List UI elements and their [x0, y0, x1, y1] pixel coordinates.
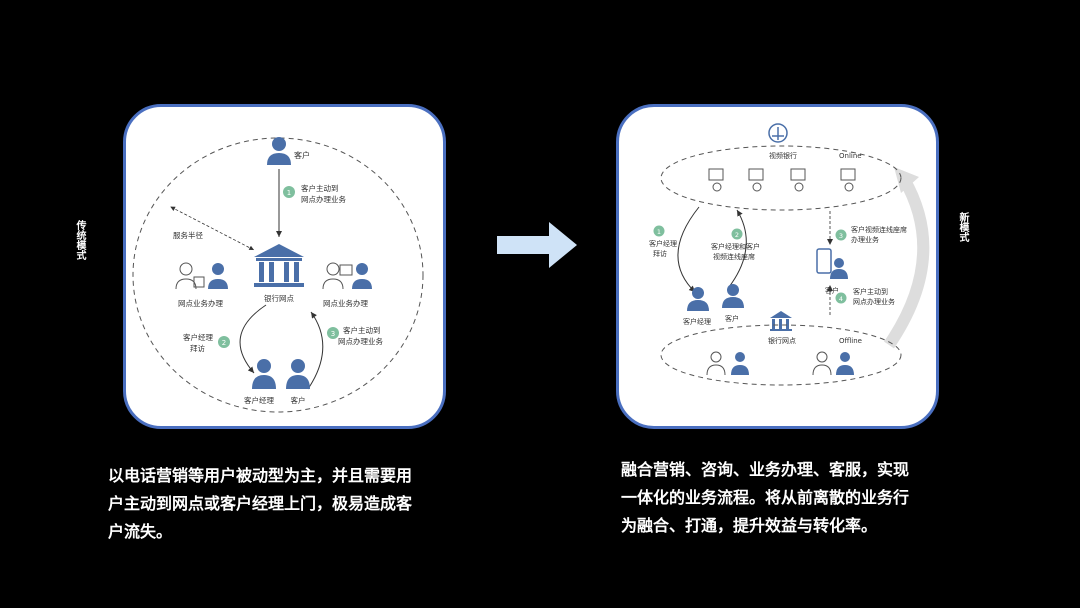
arrow-step-1 — [677, 206, 700, 293]
arrow-step-2 — [728, 209, 747, 288]
online-zone — [660, 145, 902, 211]
step-3-badge: 3 — [327, 327, 339, 339]
svg-text:4: 4 — [839, 295, 843, 303]
traditional-mode-label: 传统模式 — [74, 220, 85, 260]
left-caption-line-2: 户主动到网点或客户经理上门，极易造成客 — [108, 494, 413, 513]
new-mode-diagram: 视频银行 Online 1 客户经理 拜访 2 客户经理和客户 视频连线座席 3 — [649, 123, 930, 386]
video-bank-label: 视频银行 — [769, 151, 797, 160]
step-3-line2: 网点办理业务 — [338, 336, 383, 346]
customer-person-icon — [722, 284, 744, 308]
branch-label: 银行网点 — [768, 336, 796, 345]
branch-service-right-label: 网点业务办理 — [323, 298, 368, 308]
phone-icon — [816, 248, 832, 274]
new-mode-label: 新模式 — [957, 212, 968, 242]
step-2-line2: 视频连线座席 — [713, 252, 755, 261]
transition-arrow-icon — [497, 222, 577, 268]
customer-label: 客户 — [725, 314, 739, 323]
left-caption-line-3: 户流失。 — [108, 522, 173, 541]
branch-label: 银行网点 — [264, 293, 294, 303]
customer-top-person-icon — [267, 137, 291, 165]
online-desk-icons — [708, 168, 856, 192]
svg-text:3: 3 — [331, 330, 335, 338]
step-4-line1: 客户主动到 — [853, 287, 888, 296]
right-caption-line-3: 为融合、打通，提升效益与转化率。 — [621, 516, 878, 535]
step-3-line1: 客户视频连线座席 — [851, 225, 907, 234]
service-radius-arrow — [170, 206, 255, 251]
new-mode-panel: 视频银行 Online 1 客户经理 拜访 2 客户经理和客户 视频连线座席 3 — [616, 104, 939, 429]
step-1-badge: 1 — [283, 186, 295, 198]
svg-text:2: 2 — [735, 231, 739, 239]
manager-person-icon — [687, 287, 709, 311]
offline-label: Offline — [839, 337, 862, 345]
service-desk-right-icon — [322, 262, 372, 290]
step-2-line1: 客户经理和客户 — [711, 242, 760, 251]
step-3-badge: 3 — [835, 229, 847, 241]
cycle-arrow-icon — [884, 176, 930, 349]
step-1-line1: 客户主动到 — [301, 183, 339, 193]
service-radius-label: 服务半径 — [173, 230, 203, 240]
arrow-customer-to-branch-bottom — [307, 311, 324, 390]
step-1-line2: 拜访 — [653, 249, 667, 258]
left-caption: 以电话营销等用户被动型为主，并且需要用 户主动到网点或客户经理上门，极易造成客 … — [108, 462, 468, 546]
customer-bottom-person-icon — [286, 359, 310, 389]
step-2-line1: 客户经理 — [183, 332, 213, 342]
traditional-mode-panel: 客户 1 客户主动到 网点办理业务 服务半径 银行网点 — [123, 104, 446, 429]
branch-service-left-label: 网点业务办理 — [178, 298, 223, 308]
online-label: Online — [839, 152, 862, 160]
bank-branch-icon — [770, 311, 792, 331]
step-2-badge: 2 — [731, 228, 743, 240]
step-1-line2: 网点办理业务 — [301, 194, 346, 204]
step-3-line1: 客户主动到 — [343, 325, 381, 335]
step-1-line1: 客户经理 — [649, 239, 677, 248]
left-caption-line-1: 以电话营销等用户被动型为主，并且需要用 — [108, 466, 413, 485]
customer-phone-person-icon — [830, 258, 848, 279]
svg-text:1: 1 — [287, 189, 291, 197]
right-caption-line-1: 融合营销、咨询、业务办理、客服，实现 — [621, 460, 910, 479]
step-3-line2: 办理业务 — [851, 235, 879, 244]
service-radius-circle — [132, 137, 424, 413]
right-caption: 融合营销、咨询、业务办理、客服，实现 一体化的业务流程。将从前离散的业务行 为融… — [621, 456, 961, 540]
traditional-mode-diagram: 客户 1 客户主动到 网点办理业务 服务半径 银行网点 — [132, 137, 424, 413]
svg-text:3: 3 — [839, 232, 843, 240]
customer-top-label: 客户 — [294, 150, 310, 160]
right-caption-line-2: 一体化的业务流程。将从前离散的业务行 — [621, 488, 910, 507]
step-4-badge: 4 — [835, 292, 847, 304]
manager-label: 客户经理 — [244, 395, 274, 405]
svg-text:2: 2 — [222, 339, 226, 347]
svg-text:1: 1 — [657, 228, 661, 236]
offline-desk-icons — [706, 351, 854, 376]
service-desk-left-icon — [175, 262, 228, 290]
step-2-line2: 拜访 — [190, 343, 205, 353]
offline-zone — [660, 324, 902, 386]
step-2-badge: 2 — [218, 336, 230, 348]
arrow-branch-to-manager — [239, 304, 267, 374]
bank-branch-icon — [254, 244, 304, 287]
manager-person-icon — [252, 359, 276, 389]
step-1-badge: 1 — [653, 225, 665, 237]
cloud-video-bank-icon — [768, 123, 788, 143]
customer-bottom-label: 客户 — [291, 395, 306, 405]
step-4-line2: 网点办理业务 — [853, 297, 895, 306]
manager-label: 客户经理 — [683, 317, 711, 326]
customer-phone-label: 客户 — [825, 286, 839, 295]
